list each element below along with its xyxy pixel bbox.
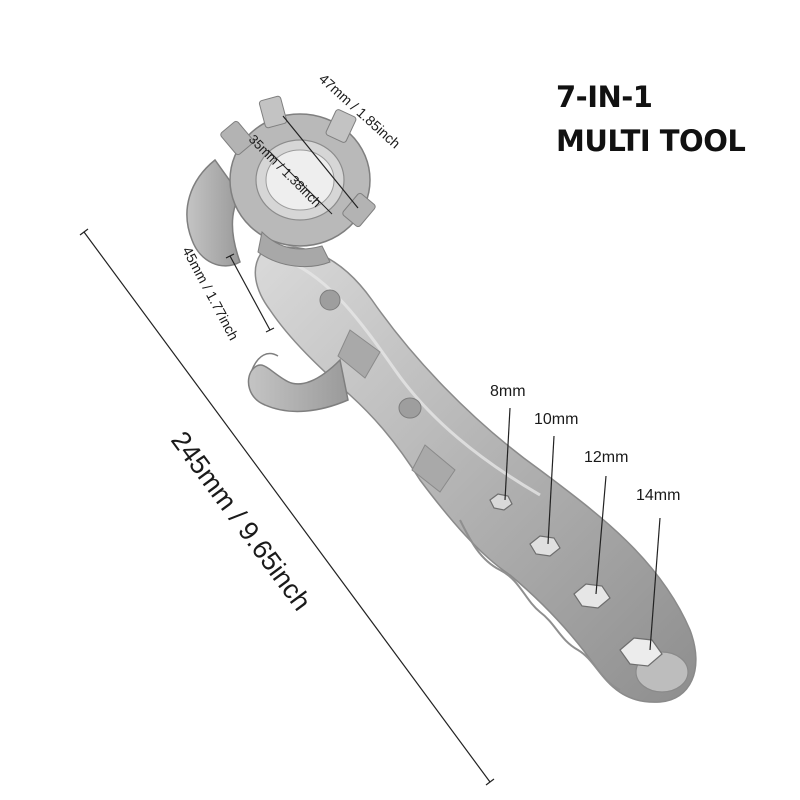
hex-size-label-8mm: 8mm	[490, 383, 526, 400]
hex-size-label-14mm: 14mm	[636, 487, 680, 504]
hex-socket-12mm: 12mm	[573, 449, 628, 609]
tool-handle	[254, 246, 697, 703]
hex-socket-10mm: 10mm	[529, 411, 578, 557]
hex-14mm-icon	[619, 637, 663, 667]
product-title-line-2: MULTI TOOL	[556, 124, 746, 158]
hex-socket-14mm: 14mm	[619, 487, 680, 667]
hex-8mm-icon	[489, 493, 513, 511]
total-length-label: 245mm / 9.65inch	[165, 426, 317, 616]
tool-body	[254, 246, 697, 703]
tool-head	[186, 95, 376, 268]
bottle-opener-hook	[247, 352, 349, 413]
hex-socket-8mm: 8mm	[489, 383, 526, 511]
hex-10mm-icon	[529, 535, 561, 557]
hex-size-label-12mm: 12mm	[584, 449, 628, 466]
jaw-hook	[186, 158, 241, 267]
hex-size-label-10mm: 10mm	[534, 411, 578, 428]
product-title-line-1: 7-IN-1	[556, 80, 653, 114]
hex-12mm-icon	[573, 583, 611, 609]
total-length-line	[83, 231, 491, 783]
